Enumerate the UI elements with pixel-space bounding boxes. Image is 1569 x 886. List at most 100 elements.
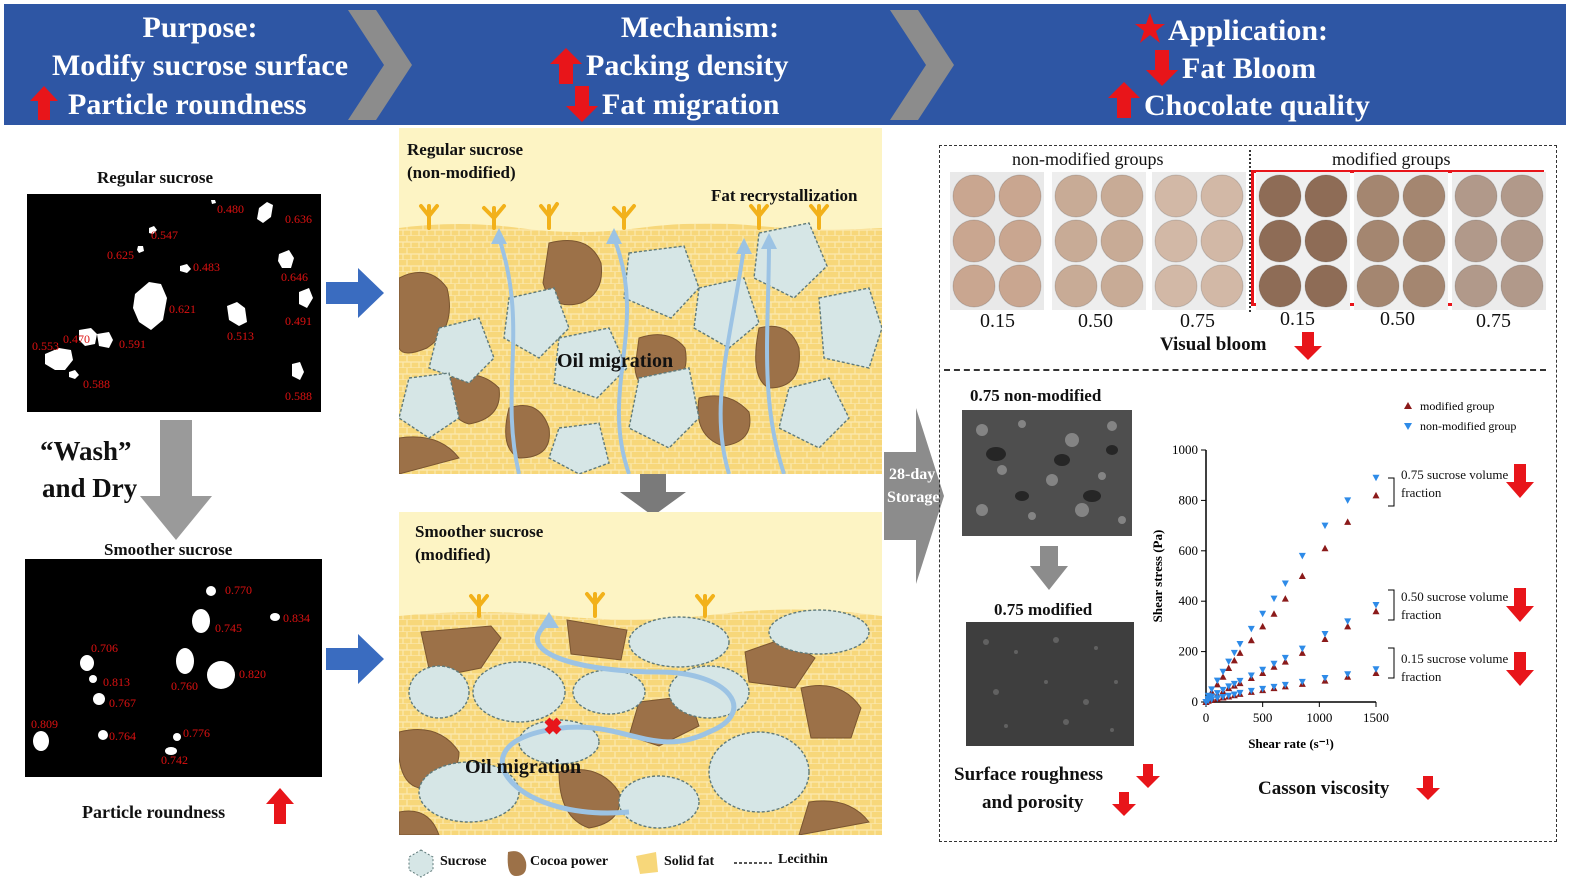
roundness-value: 0.553 (32, 339, 59, 353)
up-arrow-icon (1108, 82, 1140, 118)
data-point (1372, 669, 1380, 677)
fat-recrystallization-label: Fat recrystallization (711, 186, 858, 205)
roundness-value: 0.742 (161, 753, 188, 767)
mechanism-bottom-panel: Smoother sucrose (modified) Oil migratio… (399, 512, 882, 835)
data-point (1298, 552, 1306, 560)
data-point (1225, 658, 1233, 666)
roundness-value: 0.547 (151, 228, 178, 242)
annotation-bracket (1388, 477, 1395, 507)
data-point (1372, 607, 1380, 615)
data-point (1230, 649, 1238, 657)
y-tick-label: 1000 (1172, 442, 1198, 457)
header-banner (4, 4, 1566, 125)
data-point (1259, 622, 1267, 630)
legend-solid-fat: Solid fat (664, 854, 715, 869)
down-arrow-icon (1506, 652, 1534, 686)
data-point (1298, 645, 1306, 653)
surface-roughness-label-1: Surface roughness (954, 764, 1104, 785)
down-arrow-icon (1112, 792, 1136, 816)
data-point (1247, 625, 1255, 633)
non-modified-groups-label: non-modified groups (1012, 149, 1164, 169)
sucrose-icon (408, 849, 434, 878)
data-point (1230, 691, 1238, 698)
legend-marker (1404, 402, 1412, 409)
data-point (1321, 522, 1329, 530)
data-point (1225, 683, 1233, 690)
y-tick-label: 400 (1179, 593, 1199, 608)
top-panel-title-2: (non-modified) (407, 163, 516, 182)
fraction-label: 0.15 (1280, 308, 1315, 330)
chocolate-sample-photo (1256, 172, 1350, 310)
data-point (1225, 692, 1233, 700)
data-point (1230, 656, 1238, 664)
fraction-label: 0.75 (1476, 310, 1511, 332)
roundness-value: 0.809 (31, 717, 58, 731)
roundness-value: 0.491 (285, 314, 312, 328)
up-arrow-icon (550, 48, 582, 84)
data-point (1298, 649, 1306, 656)
visual-bloom-label: Visual bloom (1160, 334, 1267, 355)
data-point (1259, 666, 1267, 674)
data-point (1208, 696, 1216, 703)
purpose-line2: Particle roundness (68, 88, 307, 121)
data-point (1281, 580, 1289, 588)
data-point (1230, 680, 1238, 688)
down-arrow-icon (1294, 332, 1322, 360)
data-point (1281, 658, 1289, 665)
header-chevron-2 (890, 10, 954, 120)
oil-migration-label: Oil migration (557, 350, 674, 372)
roundness-value: 0.764 (109, 729, 136, 743)
regular-particles (45, 200, 313, 380)
data-point (1344, 618, 1352, 625)
fraction-label: 0.50 (1380, 308, 1415, 330)
roundness-value: 0.513 (227, 329, 254, 343)
mechanism-legend: Sucrose Cocoa power Solid fat Lecithin (406, 846, 886, 880)
y-tick-label: 600 (1179, 543, 1199, 558)
header-chevron-1 (348, 10, 412, 120)
mechanism-line1: Packing density (586, 49, 789, 82)
data-point (1344, 518, 1352, 525)
top-panel-illustration (399, 202, 882, 474)
solid-fat-icon (636, 852, 658, 874)
data-point (1219, 668, 1227, 676)
data-point (1219, 693, 1227, 701)
roundness-value: 0.760 (171, 679, 198, 693)
down-arrow-icon (1416, 776, 1440, 800)
y-tick-label: 800 (1179, 492, 1199, 507)
oil-migration-label: Oil migration (465, 756, 582, 778)
cocoa-icon (507, 851, 527, 876)
y-tick-label: 200 (1179, 644, 1199, 659)
data-point (1219, 673, 1227, 680)
roundness-value: 0.636 (285, 212, 312, 226)
results-panel (939, 145, 1557, 842)
annotation-bracket (1388, 589, 1395, 621)
down-arrow-icon (566, 86, 598, 122)
bottom-panel-title-1: Smoother sucrose (415, 522, 544, 541)
roundness-value: 0.588 (83, 377, 110, 391)
storage-label-1: 28-day (889, 466, 936, 483)
groups-divider (1249, 150, 1251, 312)
wash-label-1: “Wash” (40, 436, 132, 466)
mechanism-title: Mechanism: (620, 11, 780, 44)
chocolate-sample-photo (1452, 172, 1546, 310)
data-point (1247, 636, 1255, 644)
chocolate-sample-photo (1152, 172, 1246, 310)
data-point (1321, 544, 1329, 552)
particle-roundness-label: Particle roundness (82, 802, 226, 822)
x-tick-label: 0 (1203, 710, 1210, 725)
x-axis-label: Shear rate (s⁻¹) (1248, 736, 1334, 751)
annotation-050: 0.50 sucrose volume fraction (1401, 589, 1509, 622)
smoother-sucrose-image: 0.770 0.745 0.834 0.706 0.813 0.760 0.82… (25, 559, 322, 777)
legend-label: modified group (1420, 399, 1494, 413)
roundness-value: 0.591 (119, 337, 146, 351)
down-arrow-icon (1136, 764, 1160, 788)
roundness-value: 0.483 (193, 260, 220, 274)
y-axis-label: Shear stress (Pa) (1150, 530, 1165, 623)
data-point (1270, 683, 1278, 691)
wash-label-2: and Dry (42, 473, 138, 503)
blue-right-arrow (326, 268, 384, 318)
x-tick-label: 1000 (1306, 710, 1332, 725)
bottom-panel-illustration (399, 592, 882, 835)
regular-sucrose-title: Regular sucrose (97, 168, 214, 187)
sem-modified-title: 0.75 modified (994, 600, 1093, 619)
